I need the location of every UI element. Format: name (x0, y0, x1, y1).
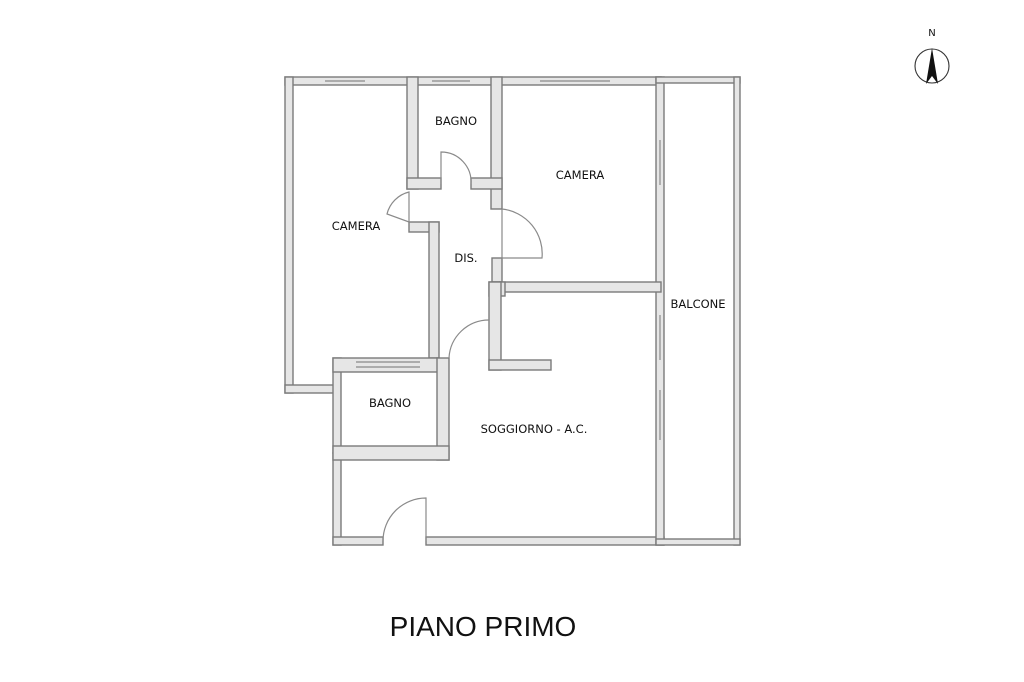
north-needle-icon (926, 48, 938, 84)
balcony-rail-top (655, 76, 741, 84)
walls (284, 76, 741, 546)
balcony-rail-right (733, 76, 741, 546)
wall-camera-right-left-low (491, 257, 503, 283)
door-entrance (382, 497, 427, 542)
wall-bagno-bottom-bottom (332, 445, 450, 461)
wall-bagno-bottom-right (436, 357, 450, 461)
room-labels: CAMERA BAGNO CAMERA DIS. BALCONE BAGNO S… (332, 114, 726, 436)
door-bagno-top (440, 151, 472, 185)
north-label: N (928, 28, 935, 39)
wall-bottom-left (332, 536, 384, 546)
wall-dis-left (428, 221, 440, 359)
north-arrow: N (914, 28, 950, 84)
wall-soggiorno-top (499, 281, 662, 293)
wall-bagno-top-right (490, 76, 503, 210)
wall-dis-right-low (488, 281, 502, 371)
balcony-rail-bottom (655, 538, 741, 546)
wall-stub (488, 359, 552, 371)
door-camera-right (501, 208, 543, 259)
door-swings (382, 151, 543, 542)
plan-title: PIANO PRIMO (390, 611, 577, 642)
label-disimpegno: DIS. (454, 251, 477, 265)
wall-bagno-bottom-top (332, 357, 440, 373)
wall-lower-left (332, 452, 342, 546)
windows (325, 80, 661, 440)
label-bagno-bottom: BAGNO (369, 396, 411, 410)
wall-left (284, 76, 294, 394)
wall-camera-bottom (284, 384, 341, 394)
wall-bagno-top-bottom-left (406, 177, 442, 190)
label-bagno-top: BAGNO (435, 114, 477, 128)
label-balcone: BALCONE (670, 297, 725, 311)
door-bagno-bottom (448, 319, 490, 359)
door-camera-left (386, 191, 410, 223)
wall-bagno-top-left (406, 76, 419, 190)
label-soggiorno: SOGGIORNO - A.C. (481, 422, 588, 436)
label-camera-left: CAMERA (332, 219, 381, 233)
wall-bagno-top-bottom-right (470, 177, 503, 190)
label-camera-right: CAMERA (556, 168, 605, 182)
wall-bottom (425, 536, 665, 546)
